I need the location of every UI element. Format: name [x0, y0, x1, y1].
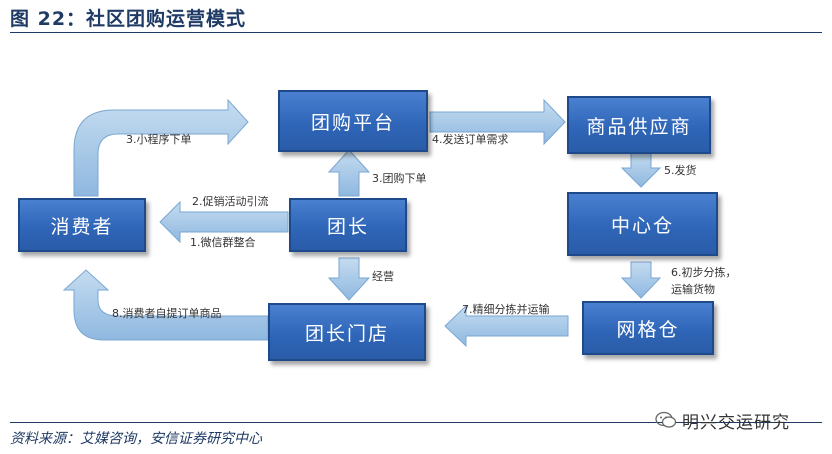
- arrow-leader-to-platform: [327, 149, 371, 197]
- node-grid-warehouse: 网格仓: [582, 301, 714, 355]
- title-divider: [10, 32, 822, 33]
- node-leader: 团长: [289, 198, 407, 252]
- node-platform: 团购平台: [278, 90, 428, 152]
- label-send-demand: 4.发送订单需求: [432, 133, 509, 146]
- label-group-order: 3.团购下单: [372, 172, 427, 185]
- label-fine-sort: 7.精细分拣并运输: [462, 303, 550, 316]
- arrow-center-to-grid: [620, 261, 662, 299]
- source-divider: [10, 422, 822, 423]
- arrow-leader-to-store: [327, 257, 371, 301]
- label-wechat-group: 1.微信群整合: [190, 236, 256, 249]
- label-mini-program-order: 3.小程序下单: [126, 133, 192, 146]
- source-note: 资料来源：艾媒咨询，安信证券研究中心: [10, 431, 262, 447]
- label-self-pickup: 8.消费者自提订单商品: [112, 307, 222, 320]
- node-leader-store: 团长门店: [268, 303, 426, 361]
- figure-title: 图 22：社区团购运营模式: [10, 8, 247, 30]
- label-promotion: 2.促销活动引流: [192, 195, 269, 208]
- arrow-grid-to-store: [444, 304, 569, 348]
- label-sort-line2: 运输货物: [671, 283, 715, 296]
- arrow-leader-to-consumer: [159, 200, 289, 244]
- node-consumer: 消费者: [18, 198, 146, 252]
- watermark: 明兴交运研究: [682, 413, 790, 433]
- label-operate: 经营: [372, 270, 394, 283]
- arrow-supplier-to-center: [620, 152, 662, 188]
- arrow-store-to-consumer: [62, 269, 269, 341]
- label-sort-line1: 6.初步分拣，: [671, 266, 737, 279]
- arrow-platform-to-supplier: [429, 98, 566, 146]
- node-center-warehouse: 中心仓: [567, 192, 718, 256]
- arrow-consumer-to-platform: [73, 98, 249, 197]
- label-ship: 5.发货: [664, 164, 697, 177]
- node-supplier: 商品供应商: [567, 96, 711, 154]
- wechat-icon: [655, 411, 677, 428]
